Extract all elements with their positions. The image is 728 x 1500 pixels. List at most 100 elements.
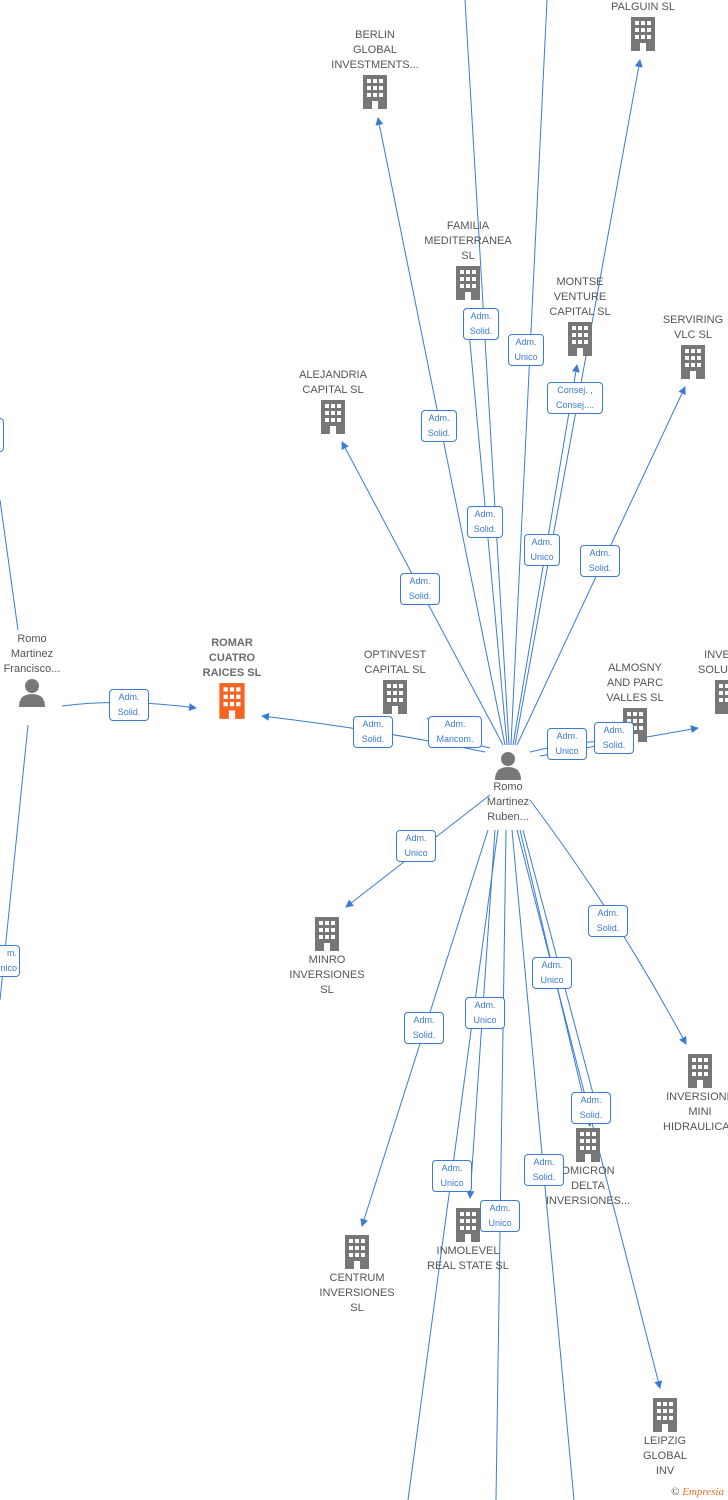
company-node-romar-highlight[interactable]: ROMAR CUATRO RAICES SL [185, 636, 279, 721]
building-icon [456, 1208, 480, 1242]
building-icon [631, 17, 655, 51]
company-node-palguin[interactable]: PALGUIN SL [595, 0, 691, 53]
relation-label[interactable]: Adm.Solid. [467, 506, 503, 538]
relation-line: Mancom. [436, 734, 474, 744]
relation-label-partial[interactable] [0, 418, 4, 452]
relation-line: Adm. [580, 1095, 602, 1105]
building-icon [568, 322, 592, 356]
person-label: Romo Martinez Francisco... [3, 633, 61, 675]
relation-line: Adm. [515, 337, 537, 347]
company-node-mini-hidraulicas[interactable]: INVERSIONE MINI HIDRAULICAS [654, 1052, 728, 1135]
person-node-ruben[interactable]: Romo Martinez Ruben... [468, 750, 548, 825]
relation-label[interactable]: Adm. Solid. [404, 1012, 444, 1044]
company-node-montse[interactable]: MONTSE VENTURE CAPITAL SL [530, 275, 630, 358]
relation-line: Solid. [412, 1030, 436, 1040]
building-icon [345, 1235, 369, 1269]
company-node-familia[interactable]: FAMILIA MEDITERRANEA SL [418, 219, 518, 302]
company-label: OMICRON DELTA INVERSIONES... [545, 1165, 631, 1207]
company-label: INMOLEVEL REAL STATE SL [427, 1245, 509, 1272]
company-label: INVE SOLUC [698, 649, 728, 676]
relation-line: Adm. [474, 509, 496, 519]
relation-line: Solid. [596, 923, 620, 933]
relation-line: nico [0, 963, 17, 973]
relation-label[interactable]: Adm.Solid. [580, 545, 620, 577]
relation-line: Solid. [602, 740, 626, 750]
relation-label[interactable]: Adm.Unico [547, 728, 587, 760]
company-node-minro[interactable]: MINRO INVERSIONES SL [280, 915, 374, 998]
relation-label[interactable]: Adm. Unico [508, 334, 544, 366]
company-label: MINRO INVERSIONES SL [289, 954, 365, 996]
relation-line: Unico [440, 1178, 464, 1188]
relation-line: Solid. [579, 1110, 603, 1120]
relation-line: Adm. [531, 537, 553, 547]
relation-line: Unico [473, 1015, 497, 1025]
company-label: FAMILIA MEDITERRANEA SL [424, 220, 512, 262]
company-label: ALMOSNY AND PARC VALLES SL [606, 662, 664, 704]
relation-line: m. [7, 948, 17, 958]
relation-line: Unico [530, 552, 554, 562]
building-icon [681, 345, 705, 379]
relation-label[interactable]: Adm.Solid. [463, 308, 499, 340]
relation-line: Consej. , [557, 385, 593, 395]
relation-line: Adm. [541, 960, 563, 970]
relation-line: Consej.... [555, 400, 595, 410]
relation-label[interactable]: Adm.Unico [465, 997, 505, 1029]
company-node-alejandria[interactable]: ALEJANDRIA CAPITAL SL [288, 368, 378, 436]
relation-line: Adm. [444, 719, 466, 729]
relation-label[interactable]: Adm. Unico [532, 957, 572, 989]
relation-line: Adm. [603, 725, 625, 735]
relation-label-partial[interactable]: m. nico [0, 945, 20, 977]
company-node-centrum[interactable]: CENTRUM INVERSIONES SL [310, 1233, 404, 1316]
company-node-omicron[interactable]: OMICRON DELTA INVERSIONES... [540, 1126, 636, 1209]
person-label: Romo Martinez Ruben... [486, 781, 530, 823]
company-node-leipzig[interactable]: LEIPZIG GLOBAL INV [618, 1396, 712, 1479]
company-node-invesoluc[interactable]: INVE SOLUC [692, 648, 728, 716]
company-label: ALEJANDRIA CAPITAL SL [299, 369, 367, 396]
relation-line: Adm. [405, 833, 427, 843]
relation-line: Unico [514, 352, 538, 362]
relation-label[interactable]: Adm. Unico [524, 534, 560, 566]
relation-label[interactable]: Adm.Solid. [109, 689, 149, 721]
relation-line: Solid. [532, 1172, 556, 1182]
relation-line: Adm. [428, 413, 450, 423]
relation-line: Adm. [533, 1157, 555, 1167]
relation-line: Adm. [470, 311, 492, 321]
company-label: PALGUIN SL [611, 1, 675, 13]
footer-credit: © Empresia [671, 1486, 724, 1498]
relation-label[interactable]: Adm.Solid. [400, 573, 440, 605]
relation-label[interactable]: Adm. Solid. [421, 410, 457, 442]
company-label: INVERSIONE MINI HIDRAULICAS [663, 1091, 728, 1133]
relation-label[interactable]: Adm. Unico [432, 1160, 472, 1192]
relation-label[interactable]: Adm.Unico [480, 1200, 520, 1232]
company-node-berlin[interactable]: BERLIN GLOBAL INVESTMENTS... [325, 28, 425, 111]
relation-label[interactable]: Adm. Unico [396, 830, 436, 862]
relation-label[interactable]: Adm. Solid. [571, 1092, 611, 1124]
relation-line: Adm. [597, 908, 619, 918]
relation-label[interactable]: Adm. Solid. [524, 1154, 564, 1186]
person-node-francisco[interactable]: Romo Martinez Francisco... [0, 632, 72, 707]
relation-line: Adm. [413, 1015, 435, 1025]
copyright-symbol: © [671, 1486, 680, 1498]
company-node-optinvest[interactable]: OPTINVEST CAPITAL SL [350, 648, 440, 716]
relation-label[interactable]: Adm. Mancom. [428, 716, 482, 748]
relation-line: Adm. [441, 1163, 463, 1173]
relation-label[interactable]: Adm. Solid. [588, 905, 628, 937]
building-icon [383, 680, 407, 714]
company-label: CENTRUM INVERSIONES SL [319, 1272, 395, 1314]
relation-line: Unico [404, 848, 428, 858]
relation-line: Adm. [589, 548, 611, 558]
relation-line: Solid. [427, 428, 451, 438]
relation-line: Adm. [362, 719, 384, 729]
person-icon [19, 679, 45, 707]
company-node-inmolevel[interactable]: INMOLEVEL REAL STATE SL [420, 1206, 516, 1274]
relation-line: Unico [488, 1218, 512, 1228]
person-icon [495, 752, 521, 780]
building-icon [653, 1398, 677, 1432]
relation-line: Solid. [408, 591, 432, 601]
relation-line: Unico [540, 975, 564, 985]
company-node-serviring[interactable]: SERVIRING VLC SL [648, 313, 728, 381]
relation-label[interactable]: Adm.Solid. [353, 716, 393, 748]
relation-line: Solid. [117, 707, 141, 717]
relation-label[interactable]: Adm. Solid. [594, 722, 634, 754]
relation-label[interactable]: Consej. , Consej.... [547, 382, 603, 414]
